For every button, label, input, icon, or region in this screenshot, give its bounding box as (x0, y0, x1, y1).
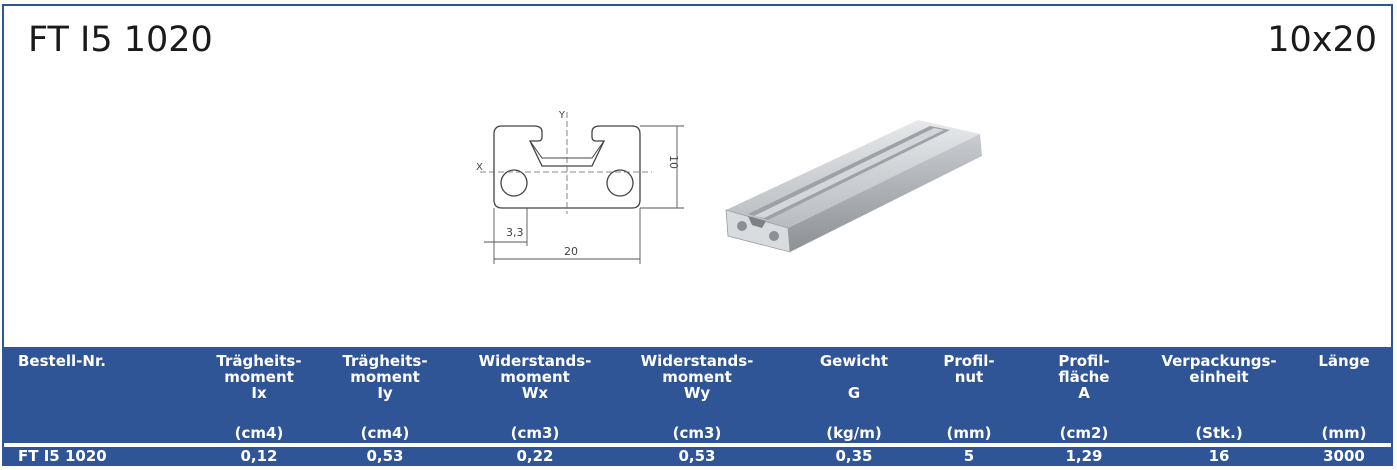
table-separator (4, 443, 1391, 447)
header-bestell-nr: Bestell-Nr. (18, 352, 106, 370)
header-wy: Widerstands- moment Wy (cm3) (640, 352, 754, 442)
axis-x-label: X (476, 162, 483, 173)
header-profilnut: Profil- nut (mm) (943, 352, 995, 442)
cell-iy: 0,53 (366, 447, 404, 465)
aluminium-profile-image (725, 120, 982, 253)
cell-profilflaeche: 1,29 (1065, 447, 1103, 465)
axis-y-label: Y (558, 110, 566, 121)
table-header: Bestell-Nr. Trägheits- moment Ix (cm4) T… (4, 347, 1391, 443)
right-hole (606, 169, 634, 197)
cell-laenge: 3000 (1323, 447, 1365, 465)
cell-profilnut: 5 (963, 447, 975, 465)
profile-outline (493, 125, 641, 209)
cell-verpackungseinheit: 16 (1208, 447, 1230, 465)
dim-hole-label: 3,3 (506, 226, 524, 239)
datasheet-card: FT I5 1020 10x20 Y X (2, 4, 1393, 466)
cell-bestell-nr: FT I5 1020 (18, 447, 107, 465)
cell-wy: 0,53 (678, 447, 716, 465)
header-iy: Trägheits- moment Iy (cm4) (342, 352, 428, 442)
cell-gewicht: 0,35 (835, 447, 873, 465)
header-gewicht: Gewicht G (kg/m) (819, 352, 889, 442)
dim-width-label: 20 (564, 245, 578, 258)
dim-height-label: 10 (667, 155, 680, 169)
cell-ix: 0,12 (240, 447, 278, 465)
header-wx: Widerstands- moment Wx (cm3) (478, 352, 592, 442)
left-hole (500, 169, 528, 197)
header-laenge: Länge (mm) (1318, 352, 1370, 442)
cell-wx: 0,22 (516, 447, 554, 465)
header-ix: Trägheits- moment Ix (cm4) (216, 352, 302, 442)
header-profilflaeche: Profil- fläche A (cm2) (1058, 352, 1110, 442)
profile-cross-section-drawing: Y X 10 3,3 20 (476, 110, 684, 264)
header-verpackungseinheit: Verpackungs- einheit (Stk.) (1161, 352, 1277, 442)
product-title: FT I5 1020 (28, 20, 213, 60)
table-row: FT I5 1020 0,12 0,53 0,22 0,53 0,35 5 1,… (4, 447, 1391, 466)
product-size: 10x20 (1267, 20, 1377, 60)
